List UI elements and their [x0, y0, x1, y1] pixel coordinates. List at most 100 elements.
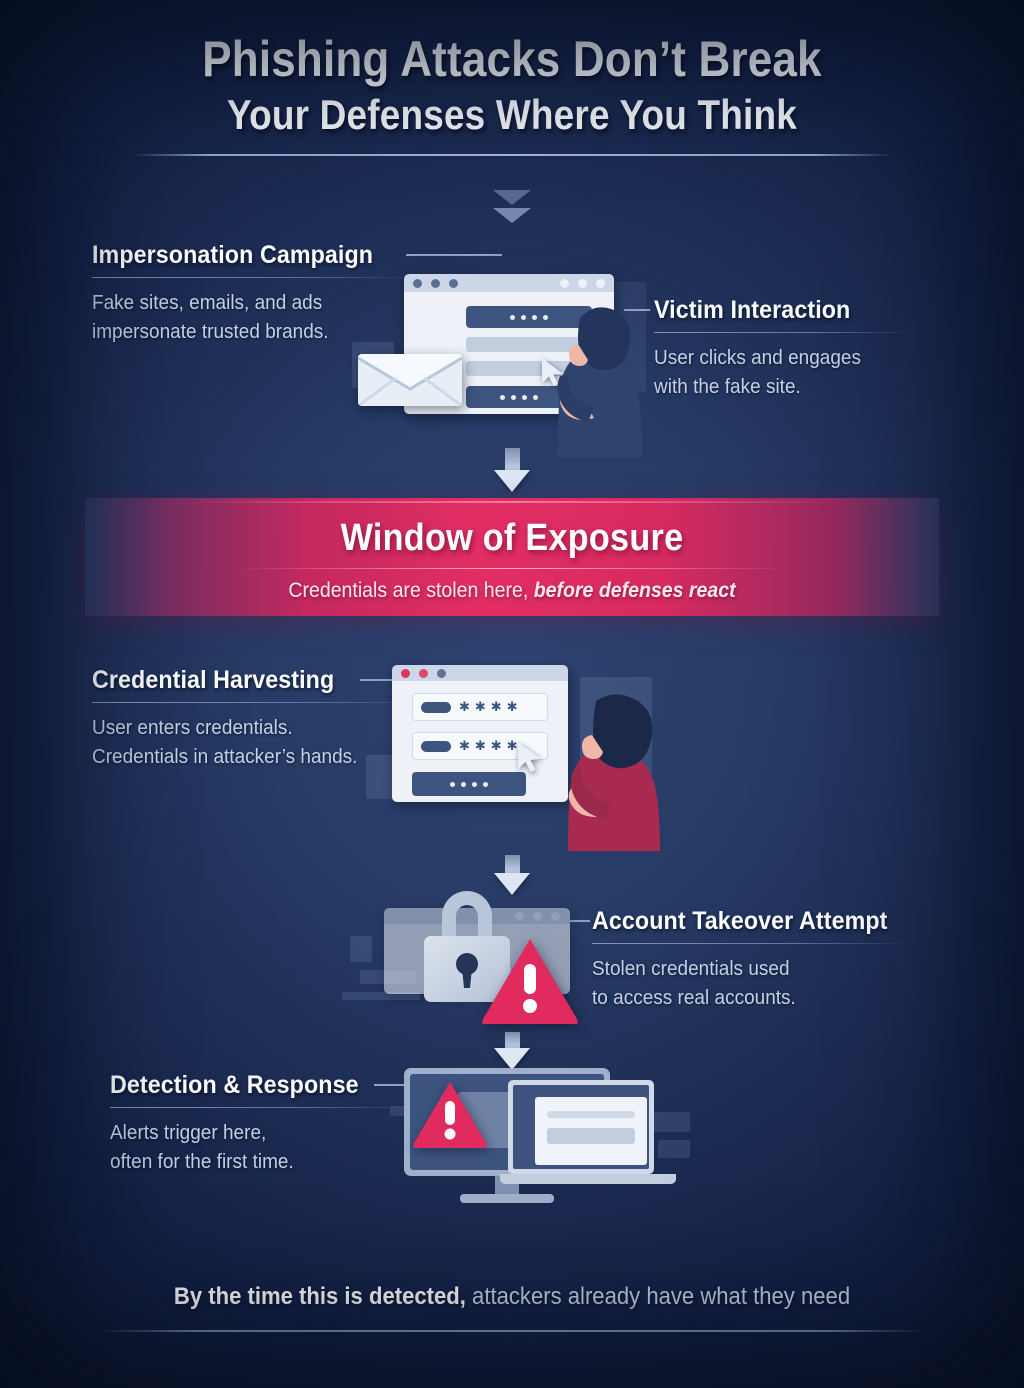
- connector-line: [406, 254, 502, 256]
- banner-divider: [232, 568, 792, 569]
- flow-arrow-down: [494, 448, 530, 492]
- banner-subtitle-emphasis: before defenses react: [533, 579, 736, 602]
- field-label-pill: [421, 701, 451, 713]
- illustration-detection-response: [390, 1058, 690, 1223]
- heading-divider: [92, 702, 422, 703]
- padlock-icon: [412, 880, 522, 1023]
- footer: By the time this is detected, attackers …: [0, 1282, 1024, 1332]
- chevron-down-icon: [493, 190, 531, 205]
- form-field-placeholder: [466, 337, 592, 352]
- window-of-exposure-banner: Window of Exposure Credentials are stole…: [85, 498, 939, 616]
- laptop-screen: [513, 1085, 649, 1169]
- stage-impersonation-campaign: Impersonation Campaign Fake sites, email…: [92, 240, 502, 347]
- page-title-line1: Phishing Attacks Don’t Break: [202, 31, 822, 87]
- mouse-cursor-icon: [516, 741, 544, 780]
- person-figure: [548, 304, 652, 462]
- arrow-head: [494, 470, 530, 492]
- heading-divider: [592, 943, 912, 944]
- window-dot: [596, 278, 605, 288]
- window-dot-red: [401, 668, 410, 678]
- footer-bold: By the time this is detected,: [173, 1283, 466, 1310]
- email-envelope-icon: [358, 354, 462, 406]
- banner-subtitle: Credentials are stolen here, before defe…: [115, 578, 909, 604]
- window-dot: [449, 278, 458, 288]
- stage-victim-interaction: Victim Interaction User clicks and engag…: [624, 295, 916, 402]
- submit-button: [412, 772, 526, 796]
- field-label-pill: [421, 740, 451, 752]
- password-mask: ✱✱✱✱: [459, 738, 523, 753]
- stage-description: Fake sites, emails, and ads impersonate …: [92, 292, 329, 343]
- heading-divider: [654, 332, 916, 333]
- mouse-cursor-icon: [540, 357, 566, 394]
- stage-heading: Victim Interaction: [654, 296, 851, 324]
- warning-triangle-icon: [480, 936, 580, 1029]
- illustration-credential-harvesting: ✱✱✱✱ ✱✱✱✱: [348, 655, 668, 855]
- illustration-impersonation: [352, 262, 652, 457]
- stage-heading: Impersonation Campaign: [92, 241, 374, 269]
- stage-credential-harvesting: Credential Harvesting User enters creden…: [92, 665, 422, 772]
- header: Phishing Attacks Don’t Break Your Defens…: [0, 30, 1024, 156]
- decoration-block: [342, 992, 420, 1000]
- decoration-block: [652, 1112, 690, 1132]
- chevron-down-icon: [493, 208, 531, 223]
- window-dot: [560, 278, 569, 288]
- chevron-down-icon-group: [487, 190, 537, 226]
- dialog-text-line: [547, 1111, 635, 1118]
- decoration-block: [658, 1140, 690, 1158]
- title-divider: [132, 154, 892, 156]
- window-dot-blue: [437, 668, 446, 678]
- monitor-base: [460, 1194, 554, 1203]
- dialog-input-field: [547, 1128, 635, 1144]
- window-dot: [533, 911, 542, 921]
- envelope-glyph: [358, 354, 462, 406]
- laptop-screen-shell: [508, 1080, 654, 1174]
- password-mask: ✱✱✱✱: [459, 699, 523, 714]
- illustration-account-takeover: [330, 878, 600, 1029]
- window-dot: [578, 278, 587, 288]
- stage-detection-response: Detection & Response Alerts trigger here…: [110, 1070, 412, 1177]
- stage-description: User enters credentials. Credentials in …: [92, 717, 358, 768]
- stage-description: User clicks and engages with the fake si…: [654, 347, 861, 398]
- dialog-window: [535, 1097, 647, 1165]
- banner-subtitle-plain: Credentials are stolen here,: [288, 579, 534, 602]
- heading-divider: [92, 277, 412, 278]
- arrow-shaft: [504, 1032, 520, 1048]
- arrow-head: [494, 1048, 530, 1070]
- password-field-1: ✱✱✱✱: [412, 693, 548, 721]
- footer-text: By the time this is detected, attackers …: [41, 1282, 983, 1312]
- connector-line: [360, 679, 400, 681]
- window-dot: [551, 911, 560, 921]
- window-dot-red: [419, 668, 428, 678]
- arrow-head: [494, 873, 530, 895]
- footer-rest: attackers already have what they need: [465, 1283, 851, 1310]
- warning-triangle-icon: [412, 1080, 488, 1153]
- laptop: [500, 1080, 676, 1202]
- arrow-shaft: [504, 855, 520, 873]
- login-form-window: ✱✱✱✱ ✱✱✱✱: [392, 665, 568, 802]
- window-dot: [515, 911, 524, 921]
- heading-divider: [110, 1107, 410, 1108]
- page-title-line2: Your Defenses Where You Think: [227, 91, 797, 138]
- window-dot: [413, 278, 422, 288]
- flow-arrow-down: [494, 1032, 530, 1070]
- connector-line: [374, 1084, 412, 1086]
- footer-divider: [97, 1330, 927, 1332]
- laptop-base: [500, 1174, 676, 1184]
- stage-heading: Credential Harvesting: [92, 666, 335, 694]
- decoration-block: [350, 936, 372, 962]
- banner-title: Window of Exposure: [340, 517, 684, 559]
- browser-titlebar: [404, 274, 614, 292]
- flow-arrow-down: [494, 855, 530, 895]
- stage-heading: Account Takeover Attempt: [592, 907, 888, 935]
- form-field-filled: [466, 306, 592, 328]
- stage-description: Alerts trigger here, often for the first…: [110, 1122, 294, 1173]
- connector-line: [624, 309, 650, 311]
- connector-line: [570, 920, 590, 922]
- browser-titlebar: [392, 665, 568, 681]
- form-submit-field: [466, 386, 572, 408]
- stage-description: Stolen credentials used to access real a…: [592, 958, 796, 1009]
- window-dot: [431, 278, 440, 288]
- stage-heading: Detection & Response: [110, 1071, 359, 1099]
- stage-account-takeover: Account Takeover Attempt Stolen credenti…: [570, 906, 912, 1013]
